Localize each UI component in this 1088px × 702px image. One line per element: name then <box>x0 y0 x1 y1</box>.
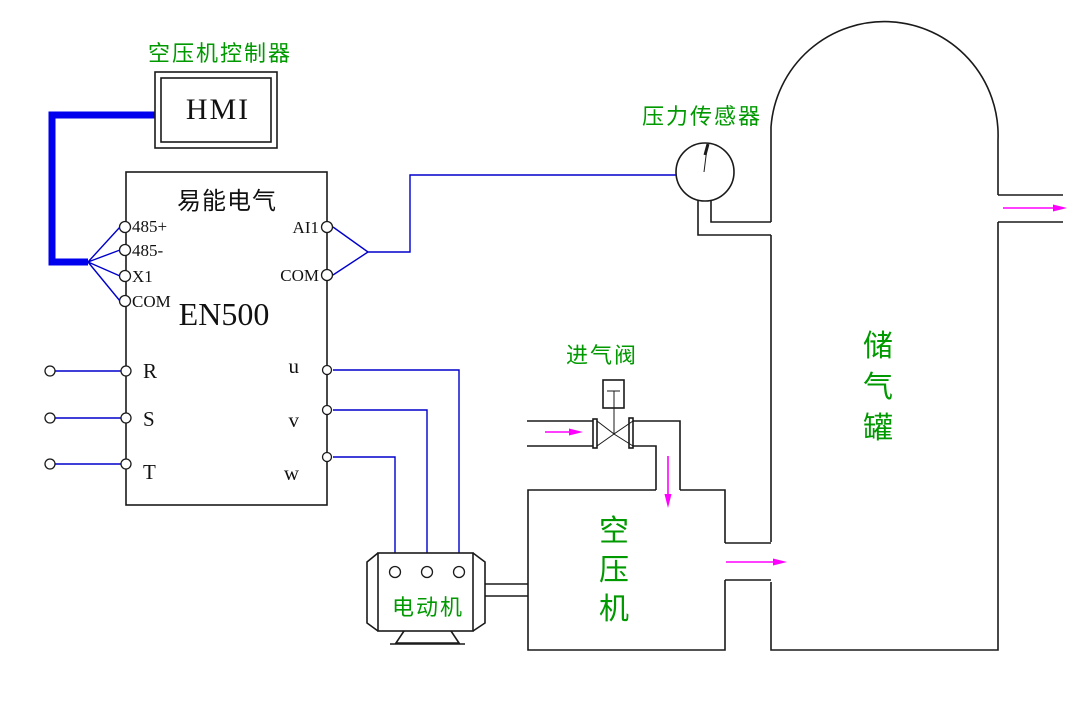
valve-bowtie <box>596 420 634 447</box>
terminal-ai1-label: AI1 <box>293 218 319 237</box>
valve-flange-left <box>592 418 598 449</box>
inverter-brand-label: 易能电气 <box>177 188 277 215</box>
compressor-outlet-pipe <box>725 542 771 581</box>
motor-terminal-2 <box>420 565 434 579</box>
intake-valve-label: 进气阀 <box>566 343 638 368</box>
tank-dome <box>770 20 999 141</box>
compressor: 空 压 机 <box>527 489 726 651</box>
power-input-wires-rst <box>55 370 121 465</box>
inverter-en500: 易能电气 EN500 485+ 485- X1 COM AI1 COM R S … <box>118 171 334 506</box>
compressor-label-char2: 压 <box>599 554 631 587</box>
controller-title: 空压机控制器 <box>148 41 292 66</box>
terminal-t <box>120 458 132 470</box>
terminal-u-label: u <box>289 354 300 378</box>
hmi-label: HMI <box>186 93 250 126</box>
motor-wire-w <box>333 456 396 567</box>
mains-terminal-r <box>44 365 56 377</box>
terminal-r-label: R <box>143 359 157 383</box>
tank-label-char3: 罐 <box>863 412 895 445</box>
sensor-tap-pipe <box>697 200 771 236</box>
terminal-s-label: S <box>143 407 155 431</box>
terminal-x1 <box>118 269 132 283</box>
sensor-signal-wire <box>332 174 676 276</box>
terminal-t-label: T <box>143 460 156 484</box>
mains-terminal-s <box>44 412 56 424</box>
tank-label-char1: 储 <box>863 330 895 363</box>
compressor-label-char1: 空 <box>599 515 631 548</box>
air-tank: 储 气 罐 <box>770 20 1063 651</box>
terminal-v <box>321 404 333 416</box>
mains-terminal-t <box>44 458 56 470</box>
motor-shaft <box>485 583 528 597</box>
tank-label-char2: 气 <box>863 371 895 404</box>
tank-outlet-flow-head <box>1053 204 1067 212</box>
motor-base <box>390 630 465 645</box>
tank-walls <box>770 127 999 651</box>
intake-pipes <box>527 420 681 490</box>
terminal-v-label: v <box>289 408 300 432</box>
terminal-r <box>120 365 132 377</box>
compressor-to-tank-flow-head <box>773 558 787 566</box>
sensor-gauge-dial <box>675 142 735 202</box>
tank-outlet-pipe <box>998 194 1063 223</box>
terminal-x1-label: X1 <box>132 267 153 286</box>
motor-label: 电动机 <box>392 595 464 620</box>
compressor-outline <box>527 489 726 651</box>
pressure-sensor: 压力传感器 <box>642 104 771 236</box>
terminal-s <box>120 412 132 424</box>
terminal-com-left <box>118 294 132 308</box>
motor-wire-v <box>333 409 428 567</box>
terminal-w-label: w <box>284 461 300 485</box>
air-flow-arrows <box>545 204 1067 566</box>
motor: 电动机 <box>366 552 528 645</box>
terminal-485minus-label: 485- <box>132 241 164 260</box>
intake-valve: 进气阀 <box>527 343 681 490</box>
terminal-485minus <box>118 243 132 257</box>
hmi-outer-box <box>154 71 278 149</box>
motor-terminal-1 <box>388 565 402 579</box>
intake-flow-arrow-head <box>569 428 583 436</box>
valve-actuator-tee <box>607 390 620 408</box>
hmi-comm-cable <box>48 111 155 266</box>
hmi-inner-box <box>160 77 272 143</box>
valve-flange-right <box>628 417 634 449</box>
compressor-label-char3: 机 <box>599 593 631 626</box>
terminal-com-left-label: COM <box>132 292 171 311</box>
terminal-485plus <box>118 220 132 234</box>
terminal-w <box>321 451 333 463</box>
terminal-485plus-label: 485+ <box>132 217 167 236</box>
comm-fanout-wires <box>87 226 121 302</box>
motor-terminal-3 <box>452 565 466 579</box>
terminal-com-right-label: COM <box>280 266 319 285</box>
inverter-box <box>125 171 328 506</box>
hmi-controller: 空压机控制器 HMI <box>148 41 292 149</box>
pressure-sensor-label: 压力传感器 <box>642 104 762 129</box>
motor-bevels <box>366 552 486 632</box>
motor-wire-u <box>333 369 460 567</box>
inverter-model-label: EN500 <box>179 296 270 332</box>
terminal-com-right <box>320 268 334 282</box>
terminal-u <box>321 364 333 376</box>
mains-input-terminals <box>44 365 56 470</box>
terminal-ai1 <box>320 220 334 234</box>
valve-to-compressor-flow-head <box>664 494 672 508</box>
sensor-needle-tip <box>703 143 710 156</box>
